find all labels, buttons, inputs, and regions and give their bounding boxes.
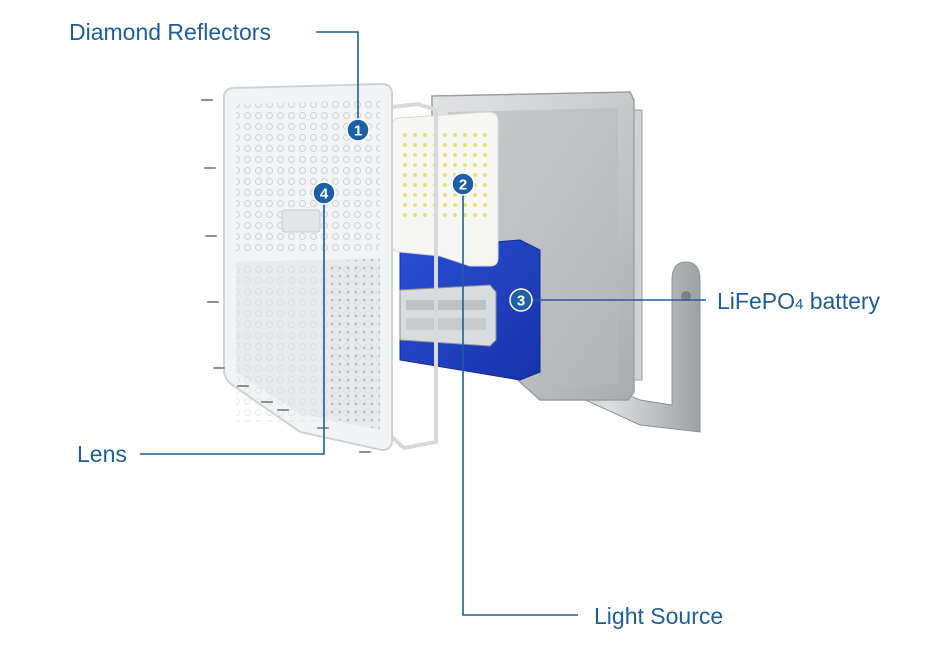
callout-badge-1: 1 (346, 118, 370, 142)
battery-label-main: LiFePO (717, 288, 795, 314)
leader-line-2 (462, 184, 578, 616)
callout-badge-3: 3 (509, 288, 533, 312)
callout-number-2: 2 (459, 177, 467, 194)
leader-line-4 (140, 193, 325, 455)
callout-number-3: 3 (517, 293, 525, 310)
lens-label: Lens (77, 441, 127, 467)
battery-label: LiFePO4 battery (717, 290, 880, 313)
battery-label-sub: 4 (794, 296, 804, 313)
battery-label-tail: battery (803, 288, 881, 314)
callout-number-1: 1 (354, 123, 362, 140)
diamond-reflectors-label: Diamond Reflectors (69, 19, 271, 45)
led-light-source (391, 111, 499, 267)
leader-lines (140, 31, 706, 616)
light-source-label: Light Source (594, 603, 724, 629)
leader-line-1 (316, 31, 359, 128)
callout-number-4: 4 (320, 186, 329, 203)
callout-badge-2: 2 (451, 172, 475, 196)
front-lens-panel (223, 82, 393, 452)
screws (201, 99, 371, 453)
callout-badge-4: 4 (312, 181, 336, 205)
